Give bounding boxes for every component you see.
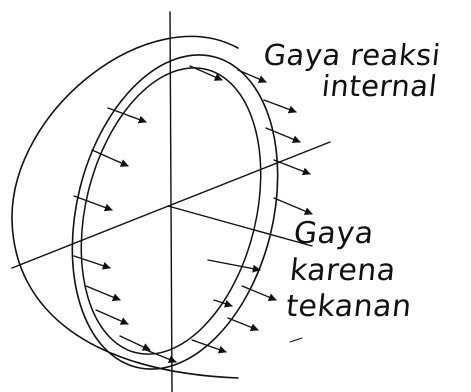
- pressure-arrow: [96, 310, 128, 324]
- internal-reaction-label-line-1: Gaya reaksi: [262, 40, 442, 71]
- pressure-force-arrows: [74, 66, 260, 350]
- pressure-arrow: [86, 286, 120, 300]
- pressure-label-leader-line: [168, 206, 312, 246]
- reaction-arrow: [228, 318, 258, 330]
- pressure-label-line-1: Gaya: [292, 216, 421, 253]
- reaction-arrow: [242, 286, 276, 300]
- pressure-label-line-2: karena: [288, 253, 417, 290]
- pressure-arrow: [74, 256, 110, 268]
- pressure-label-line-3: tekanan: [284, 289, 413, 326]
- vertical-axis-line: [170, 12, 172, 392]
- pressure-force-label: Gaya karena tekanan: [284, 216, 421, 326]
- internal-reaction-label-line-2: internal: [259, 71, 439, 102]
- reaction-arrow: [192, 340, 226, 352]
- pressure-arrow: [208, 260, 260, 270]
- internal-reaction-force-label: Gaya reaksi internal: [259, 40, 442, 103]
- reaction-arrow: [274, 160, 310, 174]
- reaction-arrow: [274, 198, 312, 214]
- pressure-arrow: [108, 108, 146, 122]
- reaction-arrow: [266, 128, 300, 142]
- pressure-arrow: [74, 196, 112, 210]
- pressure-arrow: [214, 300, 232, 306]
- pencil-tick-mark: [290, 338, 302, 342]
